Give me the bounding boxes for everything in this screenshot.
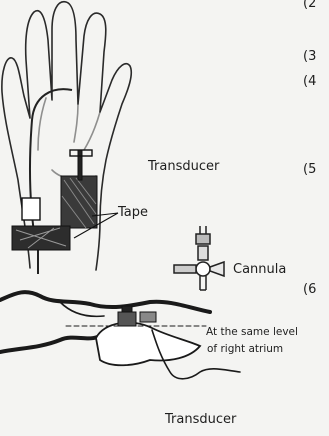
label-tape: Tape: [118, 205, 148, 220]
label-transducer-hand: Transducer: [148, 159, 219, 174]
arm-illustration: [0, 292, 240, 379]
list-marker-4: (4: [303, 74, 316, 89]
list-marker-6: (6: [303, 282, 316, 297]
label-same-level-line1: At the same level: [206, 326, 298, 338]
list-marker-2: (2: [303, 0, 316, 11]
list-marker-3: (3: [303, 49, 316, 64]
cannula-illustration: [174, 226, 224, 290]
label-cannula: Cannula: [233, 262, 286, 277]
transducer-block: [61, 150, 97, 228]
list-marker-5: (5: [303, 162, 316, 177]
label-same-level-line2: of right atrium: [207, 343, 283, 355]
label-transducer-arm: Transducer: [165, 412, 236, 427]
